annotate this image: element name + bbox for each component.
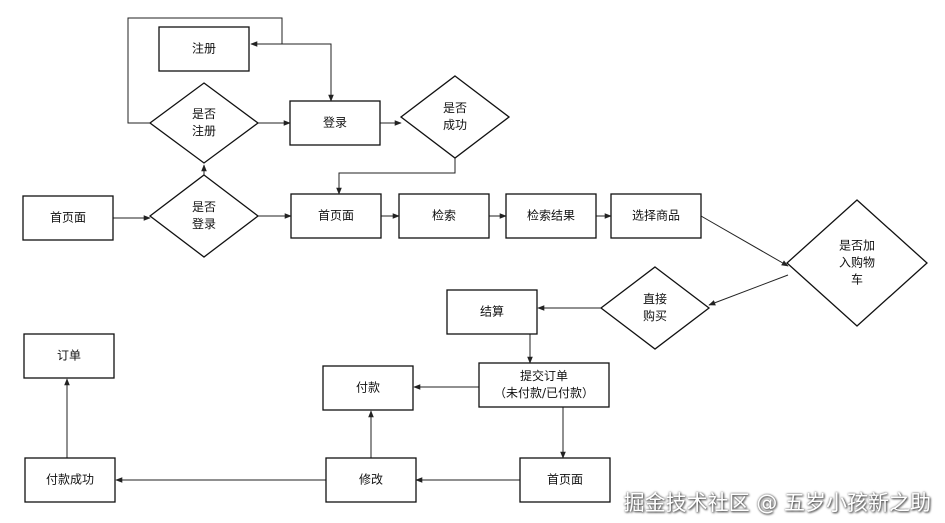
process-box: [24, 457, 116, 503]
decision-diamond: [786, 199, 928, 327]
node-label: 购买: [643, 308, 667, 323]
watermark-text: 掘金技术社区 @ 五岁小孩新之助: [623, 491, 931, 515]
node-label: 检索: [432, 208, 456, 223]
node-label: 登录: [192, 216, 216, 231]
node-label: 提交订单: [520, 368, 568, 383]
edge-register-to-login: [282, 43, 334, 102]
node-label: 首页面: [50, 211, 86, 225]
node-label: 入购物: [839, 255, 875, 270]
node-label: 直接: [643, 291, 667, 306]
process-box: [610, 193, 702, 239]
node-label: 注册: [192, 123, 216, 138]
node-order: 订单: [23, 333, 115, 379]
node-checkout: 结算: [446, 289, 538, 335]
node-select-goods: 选择商品: [610, 193, 702, 239]
process-box: [478, 362, 610, 408]
node-home-start: 首页面: [22, 195, 114, 241]
decision-diamond: [148, 82, 260, 164]
node-label: 登录: [323, 115, 347, 130]
node-label: 是否: [443, 101, 467, 115]
node-search-result: 检索结果: [505, 193, 597, 239]
node-search: 检索: [398, 193, 490, 239]
edge-select_goods-to-dec_cart: [700, 215, 789, 267]
node-label: 选择商品: [632, 208, 680, 223]
process-box: [23, 333, 115, 379]
process-box: [519, 457, 611, 503]
node-label: 首页面: [318, 209, 354, 223]
decision-diamond: [148, 174, 260, 258]
edge-dec_cart-to-dec_buy: [708, 274, 789, 306]
node-label: 付款成功: [46, 473, 94, 487]
node-label: 车: [851, 272, 863, 287]
node-label: 检索结果: [527, 208, 575, 223]
node-label: 付款: [356, 381, 380, 395]
node-label: 是否: [192, 200, 216, 214]
process-box: [290, 193, 382, 239]
node-label: 成功: [443, 118, 467, 132]
node-home2: 首页面: [290, 193, 382, 239]
node-label: 结算: [480, 304, 504, 319]
node-register: 注册: [158, 26, 250, 72]
process-box: [325, 457, 417, 503]
node-label: 订单: [57, 349, 81, 363]
node-label: 是否: [192, 107, 216, 121]
node-label: 修改: [359, 472, 383, 487]
node-pay: 付款: [322, 365, 414, 411]
node-label: 是否加: [839, 239, 875, 253]
process-box: [322, 365, 414, 411]
node-home3: 首页面: [519, 457, 611, 503]
decision-diamond: [599, 266, 711, 350]
process-box: [289, 100, 381, 146]
edge-dec_register-to-register: [127, 17, 283, 124]
node-label: 首页面: [547, 473, 583, 487]
process-box: [398, 193, 490, 239]
node-label: （未付款/已付款）: [494, 386, 594, 400]
nodes-layer: 注册是否注册登录是否成功首页面是否登录首页面检索检索结果选择商品是否加入购物车直…: [22, 26, 928, 503]
process-box: [158, 26, 250, 72]
edge-dec_success-to-home2: [336, 158, 456, 195]
node-submit-order: 提交订单 （未付款/已付款）: [478, 362, 610, 408]
decision-diamond: [399, 75, 511, 159]
edges-layer: [64, 17, 789, 483]
node-label: 注册: [192, 41, 216, 56]
node-login: 登录: [289, 100, 381, 146]
node-pay-success: 付款成功: [24, 457, 116, 503]
process-box: [446, 289, 538, 335]
process-box: [505, 193, 597, 239]
process-box: [22, 195, 114, 241]
node-modify: 修改: [325, 457, 417, 503]
